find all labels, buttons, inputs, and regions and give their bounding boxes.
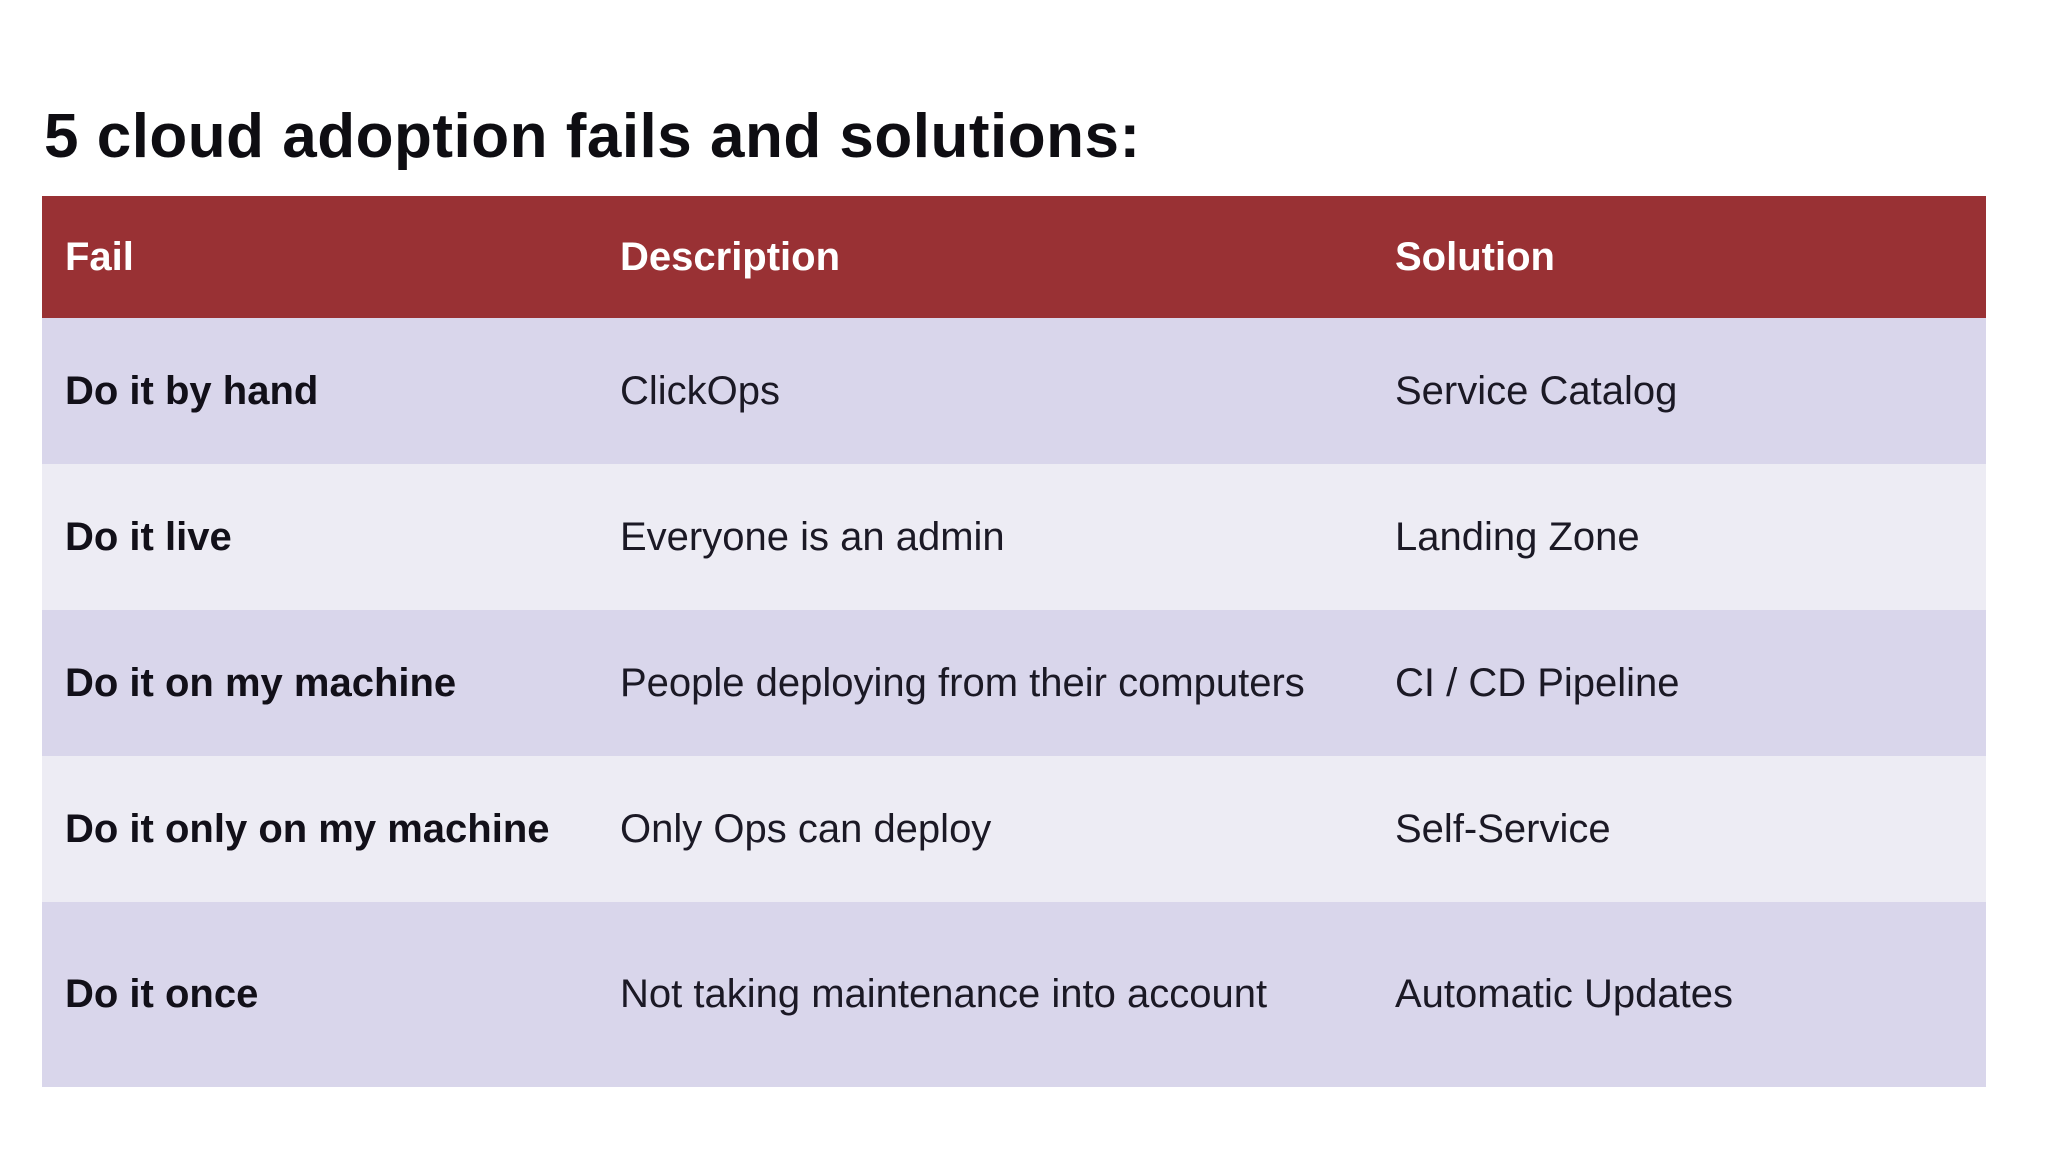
description-cell: ClickOps <box>620 368 781 413</box>
fail-cell: Do it live <box>65 514 232 559</box>
description-cell: Only Ops can deploy <box>620 806 992 851</box>
fail-cell: Do it only on my machine <box>65 806 550 851</box>
fail-cell: Do it on my machine <box>65 660 457 705</box>
solution-cell: Landing Zone <box>1395 514 1640 559</box>
table-row: Do it on my machine People deploying fro… <box>42 610 1986 756</box>
table-header-row: Fail Description Solution <box>42 196 1986 318</box>
description-cell: People deploying from their computers <box>620 660 1305 705</box>
header-description: Description <box>620 234 841 279</box>
solution-cell: CI / CD Pipeline <box>1395 660 1680 705</box>
description-cell: Not taking maintenance into account <box>620 972 1268 1016</box>
fail-cell: Do it once <box>65 972 259 1016</box>
table-row: Do it only on my machine Only Ops can de… <box>42 756 1986 902</box>
table-row: Do it once Not taking maintenance into a… <box>42 902 1986 1087</box>
page-title: 5 cloud adoption fails and solutions: <box>44 101 1141 171</box>
solution-cell: Self-Service <box>1395 806 1611 851</box>
solution-cell: Automatic Updates <box>1395 972 1733 1016</box>
table-row: Do it live Everyone is an admin Landing … <box>42 464 1986 610</box>
table-row: Do it by hand ClickOps Service Catalog <box>42 318 1986 464</box>
fail-cell: Do it by hand <box>65 368 319 413</box>
solution-cell: Service Catalog <box>1395 368 1678 413</box>
fails-solutions-table: Fail Description Solution Do it by hand … <box>42 196 1986 1087</box>
header-fail: Fail <box>65 234 134 279</box>
header-solution: Solution <box>1395 234 1555 279</box>
description-cell: Everyone is an admin <box>620 514 1005 559</box>
